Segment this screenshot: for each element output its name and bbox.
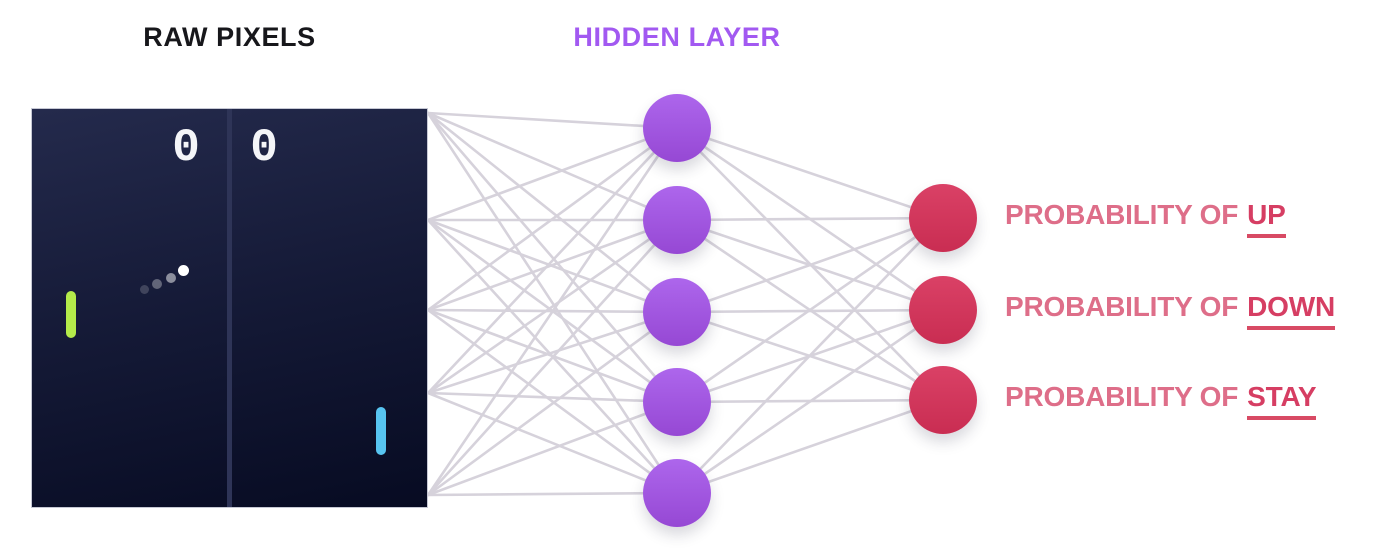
network-edge bbox=[426, 391, 679, 404]
network-edge bbox=[426, 111, 679, 222]
output-label-prefix: PROBABILITY OF bbox=[1005, 381, 1239, 412]
network-edge bbox=[675, 216, 945, 404]
raw-pixels-title: RAW PIXELS bbox=[143, 22, 316, 52]
output-label-row: PROBABILITY OF UP bbox=[1005, 198, 1286, 238]
hidden-node-3 bbox=[643, 278, 711, 346]
output-node-1 bbox=[909, 184, 977, 252]
network-edge bbox=[675, 398, 945, 495]
left-paddle bbox=[66, 291, 76, 338]
network-edge bbox=[426, 218, 679, 497]
right-paddle bbox=[376, 407, 386, 455]
ball bbox=[178, 265, 189, 276]
network-edge bbox=[426, 491, 679, 497]
output-label-word: UP bbox=[1247, 198, 1286, 238]
network-edge bbox=[426, 310, 679, 395]
output-label-word: DOWN bbox=[1247, 290, 1335, 330]
hidden-node-1 bbox=[643, 94, 711, 162]
network-edge bbox=[426, 391, 679, 495]
network-edge bbox=[426, 218, 679, 312]
network-edge bbox=[426, 111, 679, 495]
center-divider bbox=[227, 109, 232, 507]
hidden-node-2 bbox=[643, 186, 711, 254]
output-node-3 bbox=[909, 366, 977, 434]
network-edge bbox=[426, 126, 679, 312]
network-edge bbox=[675, 308, 945, 495]
network-edge bbox=[675, 126, 945, 220]
output-label-prefix: PROBABILITY OF bbox=[1005, 291, 1239, 322]
network-edge bbox=[426, 111, 679, 314]
ball-trail-dot bbox=[140, 285, 149, 294]
output-label-word: STAY bbox=[1247, 380, 1317, 420]
ball-trail-dot bbox=[152, 279, 162, 289]
output-node-2 bbox=[909, 276, 977, 344]
network-edge bbox=[426, 308, 679, 495]
network-edge bbox=[426, 126, 679, 222]
output-label-row: PROBABILITY OF STAY bbox=[1005, 380, 1317, 420]
score-left: 0 bbox=[172, 122, 200, 174]
network-edge bbox=[426, 126, 679, 497]
output-label-prefix: PROBABILITY OF bbox=[1005, 199, 1239, 230]
network-edge bbox=[426, 310, 679, 497]
hidden-layer-title: HIDDEN LAYER bbox=[573, 22, 781, 52]
hidden-node-4 bbox=[643, 368, 711, 436]
network-edge bbox=[675, 216, 945, 495]
score-right: 0 bbox=[250, 122, 278, 174]
pong-game-screen: 0 0 bbox=[31, 108, 428, 508]
network-edge bbox=[426, 111, 679, 404]
ball-trail-dot bbox=[166, 273, 176, 283]
network-edge bbox=[426, 218, 679, 395]
output-label-row: PROBABILITY OF DOWN bbox=[1005, 290, 1335, 330]
hidden-node-5 bbox=[643, 459, 711, 527]
network-edge bbox=[675, 216, 945, 314]
network-edge bbox=[675, 216, 945, 222]
network-edge bbox=[426, 400, 679, 497]
network-edge bbox=[426, 111, 679, 130]
network-edge bbox=[426, 126, 679, 395]
